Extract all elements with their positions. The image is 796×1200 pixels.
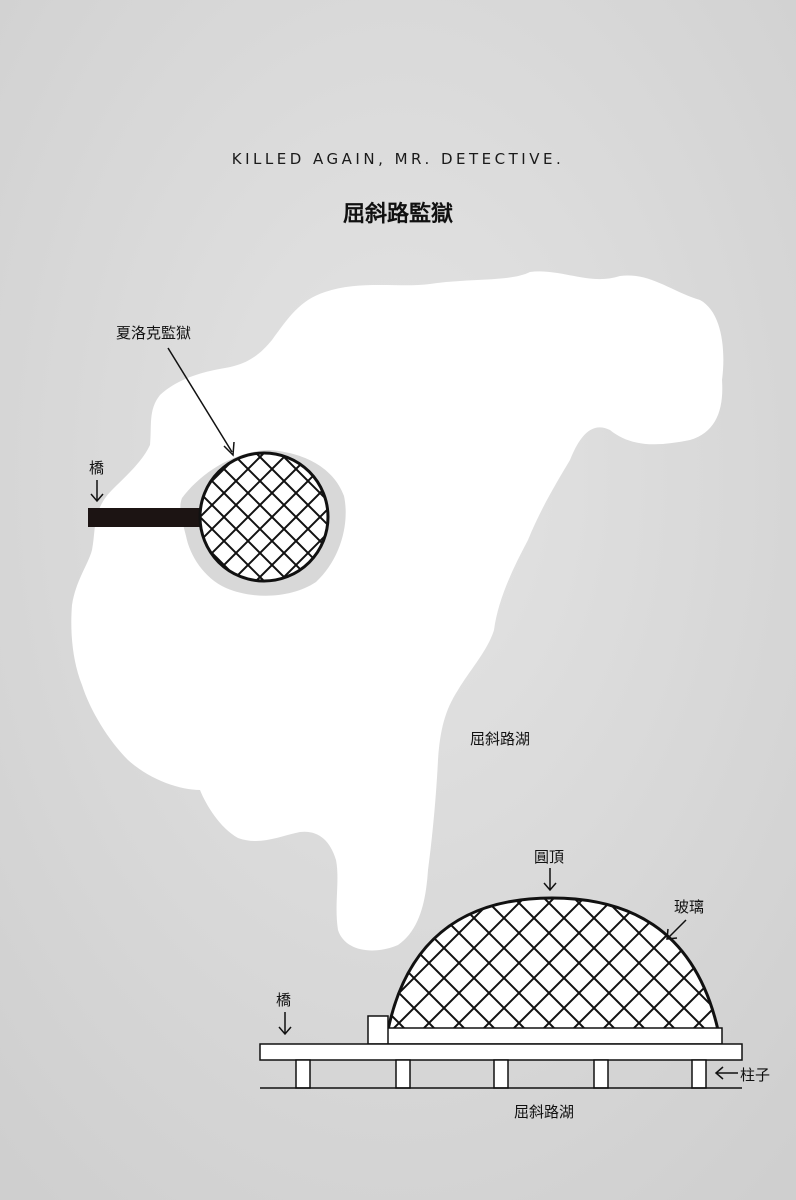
glass-label: 玻璃 <box>674 898 705 916</box>
lattice-line <box>388 898 531 1030</box>
title-chinese: 屈斜路監獄 <box>342 201 453 227</box>
lattice-line <box>275 453 328 581</box>
section-bridge-label: 橋 <box>276 991 292 1009</box>
lattice-line <box>200 453 245 581</box>
bridge-gatehouse <box>367 1015 389 1045</box>
sherlock-prison-circle <box>198 451 330 583</box>
title-english: KILLED AGAIN, MR. DETECTIVE. <box>231 150 565 168</box>
lattice-line <box>447 898 591 1030</box>
lattice-line <box>200 453 269 581</box>
lattice-line <box>477 898 621 1030</box>
glass-arrow <box>666 919 687 940</box>
pillars <box>295 1059 707 1089</box>
pillar <box>493 1059 509 1089</box>
small-islet <box>284 788 317 813</box>
lattice-line <box>417 898 561 1030</box>
map-bridge <box>88 508 200 527</box>
section-bridge-arrow <box>278 1012 292 1036</box>
lattice-line <box>200 453 245 581</box>
pillar <box>691 1059 707 1089</box>
lattice-line <box>507 898 651 1030</box>
dome-arrow <box>543 868 557 892</box>
bridge-deck <box>259 1043 743 1061</box>
pillar-arrow <box>714 1066 738 1080</box>
lattice-line <box>227 453 328 581</box>
lattice-line <box>200 453 293 581</box>
section-lake-label: 屈斜路湖 <box>514 1103 575 1121</box>
island-shape <box>71 271 724 951</box>
map-bridge-arrow <box>90 480 104 503</box>
dome-label: 圓頂 <box>534 848 565 866</box>
lattice-line <box>275 453 328 581</box>
pillar <box>295 1059 311 1089</box>
lake-label: 屈斜路湖 <box>470 730 531 748</box>
pillar <box>593 1059 609 1089</box>
lattice-line <box>388 898 501 1030</box>
prison-label: 夏洛克監獄 <box>116 324 192 342</box>
lattice-line <box>200 453 269 581</box>
lattice-line <box>251 453 328 581</box>
pillar <box>395 1059 411 1089</box>
lattice-line <box>388 898 441 1030</box>
prison-pointer-arrow <box>167 347 235 457</box>
map-bridge-label: 橋 <box>89 459 105 477</box>
pillar-label: 柱子 <box>740 1066 771 1084</box>
dome-base <box>385 1027 723 1045</box>
lattice-line <box>657 898 718 1030</box>
